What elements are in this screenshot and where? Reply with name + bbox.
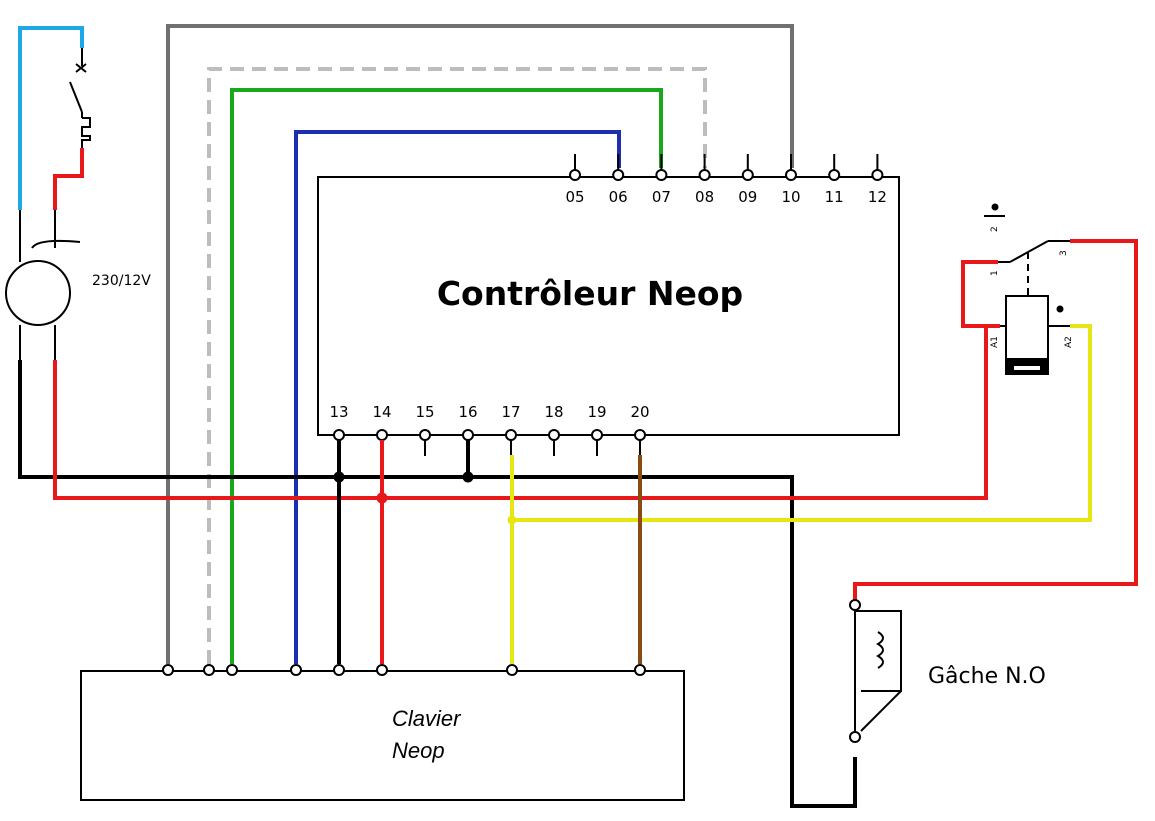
keypad-terminal <box>506 664 518 676</box>
terminal-05 <box>569 169 581 181</box>
controller-top-terminals: 05 06 07 08 09 10 11 12 <box>565 154 887 206</box>
relay-pin-3: 3 <box>1059 250 1069 256</box>
terminal-06 <box>612 169 625 181</box>
wire-red-bus <box>53 324 1000 500</box>
controller-box <box>317 176 900 436</box>
terminal-19 <box>591 429 603 441</box>
terminal-08 <box>698 169 711 181</box>
relay-coil-slot <box>1014 366 1040 370</box>
strike-terminal <box>849 731 861 743</box>
terminal-label: 15 <box>415 403 434 421</box>
transformer-label: 230/12V <box>92 273 151 289</box>
junction-dot <box>507 515 517 525</box>
terminal-label: 19 <box>587 403 606 421</box>
terminal-14 <box>376 429 388 441</box>
keypad-terminal <box>376 664 388 676</box>
relay-coil-a1: A1 <box>990 336 1000 348</box>
keypad-box <box>80 670 685 801</box>
terminal-18 <box>548 429 560 441</box>
terminal-13 <box>333 429 345 441</box>
terminal-label: 18 <box>544 403 563 421</box>
terminal-label: 10 <box>781 188 800 206</box>
wire-red-relay-loop <box>961 260 1000 328</box>
junction-dot <box>376 492 388 504</box>
terminal-07 <box>655 169 668 181</box>
relay-icon <box>984 215 1070 375</box>
terminal-label: 09 <box>738 188 757 206</box>
wire-red-strike <box>853 239 1138 600</box>
wire-black-bus <box>18 360 857 808</box>
relay-coil-bar <box>1007 358 1047 373</box>
terminal-15 <box>419 429 431 441</box>
wire-red-mains <box>53 148 84 210</box>
wire-green <box>230 88 663 664</box>
keypad-label-line1: Clavier <box>392 706 462 731</box>
terminal-label: 06 <box>609 188 628 206</box>
strike-label: Gâche N.O <box>928 664 1046 689</box>
strike-icon <box>854 610 902 732</box>
terminal-17 <box>505 429 517 441</box>
terminal-label: 11 <box>825 188 844 206</box>
wire-lightgray-dashed <box>207 67 707 664</box>
keypad-label-line2: Neop <box>392 738 445 763</box>
terminal-label: 14 <box>372 403 391 421</box>
terminal-10 <box>785 169 797 181</box>
relay-pin-1: 1 <box>990 270 1000 276</box>
strike-terminal <box>849 599 861 611</box>
keypad-terminal <box>290 664 302 676</box>
transformer-icon <box>5 210 81 360</box>
wire-yellow-relay <box>512 324 1092 522</box>
keypad-terminal <box>333 664 345 676</box>
keypad-terminals <box>162 664 646 676</box>
wire-cyan-mains <box>18 26 84 210</box>
terminal-09 <box>741 169 754 181</box>
terminal-11 <box>828 169 841 181</box>
terminal-12 <box>871 169 884 181</box>
relay-pin-2: 2 <box>990 226 1000 232</box>
controller-bottom-terminals: 13 14 15 16 17 18 19 20 <box>329 403 650 456</box>
terminal-label: 16 <box>458 403 477 421</box>
keypad-terminal <box>203 664 215 676</box>
keypad-terminal <box>162 664 174 676</box>
terminal-label: 12 <box>868 188 887 206</box>
terminal-label: 13 <box>329 403 348 421</box>
relay-polarity-dot <box>991 203 999 211</box>
junction-dot <box>333 471 345 483</box>
terminal-label: 07 <box>652 188 671 206</box>
wire-blue <box>294 130 621 664</box>
wire-gray <box>166 24 794 664</box>
relay-coil-a2: A2 <box>1064 336 1074 348</box>
terminal-16 <box>462 429 474 441</box>
keypad-terminal <box>634 664 646 676</box>
terminal-label: 05 <box>565 188 584 206</box>
power-switch-icon <box>69 48 91 148</box>
junction-dot <box>462 471 474 483</box>
relay-coil-dot <box>1056 305 1064 313</box>
terminal-label: 08 <box>695 188 714 206</box>
controller-title: Contrôleur Neop <box>437 274 743 313</box>
keypad-terminal <box>226 664 238 676</box>
terminal-label: 17 <box>501 403 520 421</box>
terminal-label: 20 <box>630 403 649 421</box>
terminal-20 <box>634 429 646 441</box>
